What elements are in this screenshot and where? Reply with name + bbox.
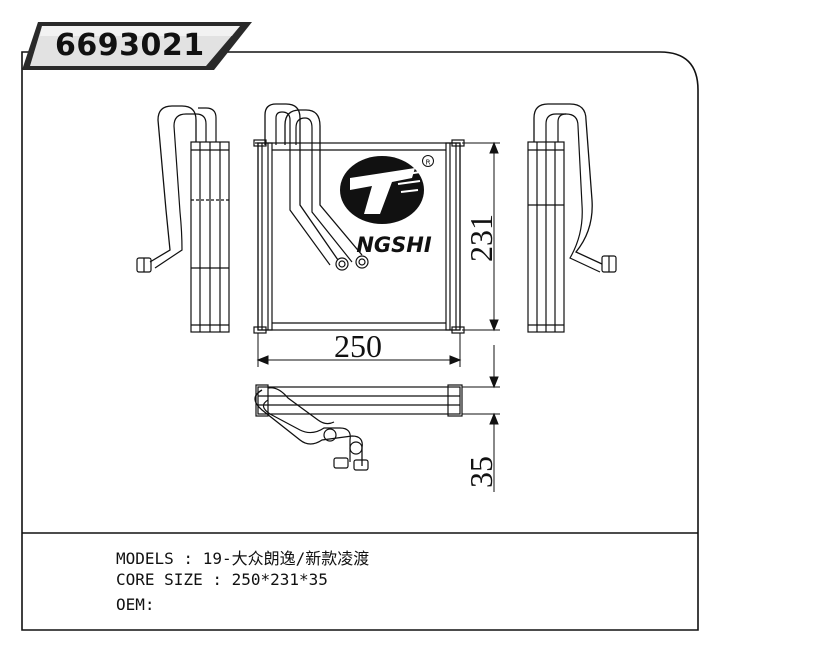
title-tab: [22, 22, 252, 70]
models-row: MODELS : 19-大众朗逸/新款凌渡: [116, 549, 370, 568]
front-view: [253, 103, 465, 334]
dim-height-label: 231: [463, 214, 499, 262]
models-label: MODELS: [116, 549, 174, 568]
bottom-view: [254, 384, 463, 471]
registered-icon: [422, 155, 434, 167]
svg-text:R: R: [426, 159, 431, 167]
core-size-label: CORE SIZE: [116, 570, 203, 589]
core-size-row: CORE SIZE : 250*231*35: [116, 570, 328, 589]
brand-name: NGSHI: [356, 233, 432, 257]
dim-width-label: 250: [334, 328, 382, 364]
models-value: 19-大众朗逸/新款凌渡: [202, 549, 370, 568]
part-number: 6693021: [55, 28, 205, 63]
brand-logo: R: [340, 155, 434, 224]
oem-label: OEM:: [116, 595, 155, 614]
dim-depth-label: 35: [463, 456, 499, 488]
oem-row: OEM:: [116, 595, 155, 614]
frame-border: [21, 51, 699, 631]
core-size-value: 250*231*35: [231, 570, 328, 589]
right-side-view: [527, 103, 617, 333]
dimension-lines: [256, 141, 500, 492]
left-side-view: [136, 105, 230, 333]
